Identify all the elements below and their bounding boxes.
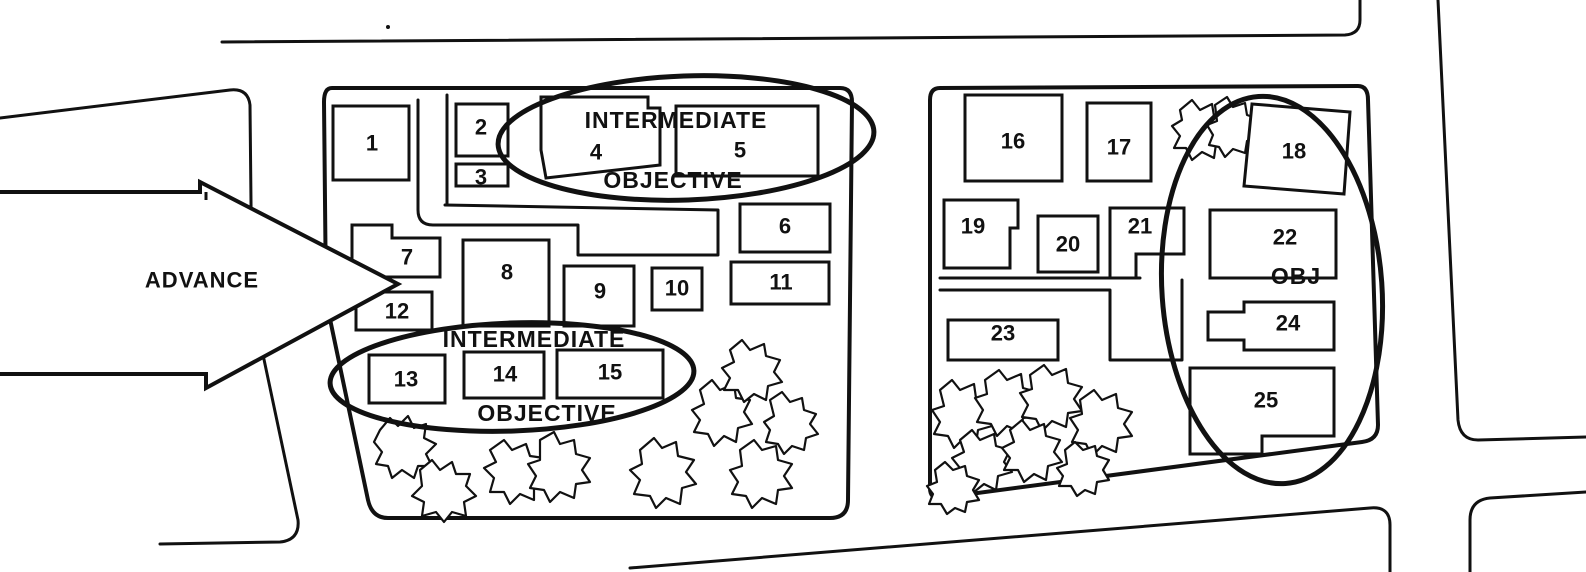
building-15-label: 15	[598, 360, 622, 385]
advance-label: ADVANCE	[145, 268, 259, 293]
building-24-label: 24	[1276, 311, 1301, 336]
building-22	[1208, 208, 1338, 280]
building-6	[738, 202, 832, 254]
east-objective-ring	[1158, 93, 1386, 487]
building-20	[1036, 214, 1100, 274]
building-7-label: 7	[401, 245, 413, 270]
building-9-label: 9	[594, 279, 606, 304]
building-24	[1206, 300, 1336, 352]
building-1	[331, 104, 411, 182]
building-23	[946, 318, 1060, 362]
south-street-edge	[628, 506, 1392, 572]
tree-cluster	[628, 436, 698, 510]
building-3-label: 3	[475, 165, 487, 190]
east-block-alley-2	[938, 278, 1184, 362]
tree-cluster	[925, 460, 981, 516]
arrow-inner-edge	[200, 192, 208, 376]
building-16-label: 16	[1001, 129, 1025, 154]
building-11-label: 11	[769, 270, 792, 295]
west-city-block	[322, 86, 854, 520]
building-13-label: 13	[394, 367, 418, 392]
building-18-label: 18	[1282, 139, 1306, 164]
west-block-buildings: 1 2 3 4 5 6 7 8 9 10 11 12 13 14 15	[331, 95, 832, 405]
south-objective-label-line2: OBJECTIVE	[477, 400, 616, 426]
east-street-edge	[1436, 0, 1586, 442]
building-17-label: 17	[1107, 135, 1131, 160]
north-objective-label-line2: OBJECTIVE	[603, 167, 742, 193]
tree-cluster	[526, 430, 592, 504]
west-top-street-edge	[0, 88, 254, 302]
tree-cluster	[1055, 440, 1111, 498]
building-22-label: 22	[1273, 225, 1297, 250]
building-14-label: 14	[493, 362, 518, 387]
building-4	[539, 95, 662, 180]
west-block-inner-wall	[416, 98, 720, 257]
building-11	[729, 260, 831, 306]
building-12-label: 12	[385, 299, 409, 324]
building-16	[963, 93, 1064, 183]
south-objective-ring	[327, 320, 697, 434]
tree-cluster	[1000, 418, 1064, 484]
south-objective-label-line1: INTERMEDIATE	[443, 326, 626, 352]
building-9	[562, 264, 636, 328]
building-17	[1085, 101, 1153, 183]
east-bottom-street-edge	[1468, 490, 1586, 572]
tree-cluster	[410, 458, 478, 524]
building-4-label: 4	[590, 140, 603, 165]
north-street-edge	[220, 0, 1362, 44]
building-25	[1188, 366, 1336, 456]
tree-cluster	[728, 438, 794, 510]
west-bottom-street-edge	[0, 348, 300, 546]
building-25-label: 25	[1254, 388, 1278, 413]
building-13	[367, 353, 447, 405]
building-8-label: 8	[501, 260, 513, 285]
tree-cluster	[762, 390, 820, 456]
ink-dot	[386, 25, 390, 29]
building-6-label: 6	[779, 214, 791, 239]
north-objective-label-line1: INTERMEDIATE	[585, 107, 768, 133]
building-10	[650, 266, 704, 312]
building-15	[555, 348, 665, 400]
building-19	[942, 198, 1020, 270]
building-2-label: 2	[475, 115, 487, 140]
north-objective-ring	[495, 73, 877, 203]
building-8	[461, 238, 551, 328]
building-5-label: 5	[734, 138, 746, 163]
building-21-label: 21	[1128, 214, 1152, 239]
building-14	[462, 350, 546, 400]
east-objective-label: OBJ	[1271, 263, 1321, 289]
building-10-label: 10	[665, 276, 689, 301]
tree-cluster	[720, 338, 784, 404]
tree-cluster	[1068, 388, 1134, 458]
building-20-label: 20	[1056, 232, 1080, 257]
building-1-label: 1	[366, 131, 378, 156]
east-city-block	[928, 84, 1380, 501]
building-23-label: 23	[991, 321, 1015, 346]
building-3	[454, 162, 510, 188]
building-19-label: 19	[961, 214, 985, 239]
tree-cluster	[1018, 363, 1084, 433]
